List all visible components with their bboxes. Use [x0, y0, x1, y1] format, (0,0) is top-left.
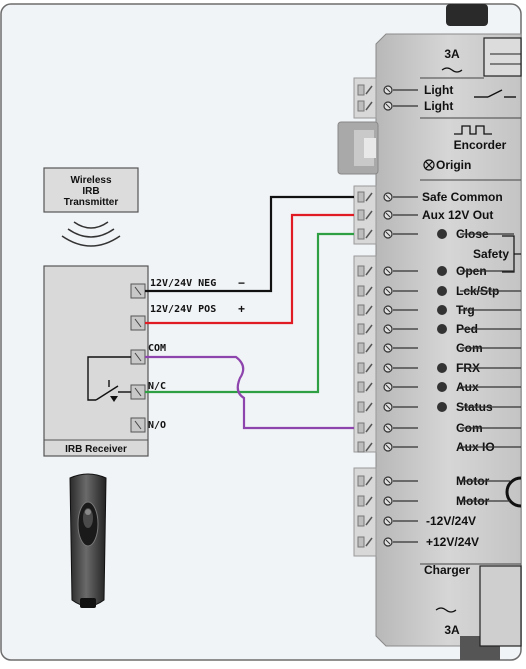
controller-terminal: +12V/24V — [357, 535, 479, 549]
label-nc: N/C — [148, 381, 166, 392]
controller-terminal: Aux — [357, 380, 521, 394]
safety-label: Safety — [473, 247, 509, 261]
controller-terminal: Motor — [357, 494, 510, 508]
terminal-led-icon — [437, 305, 447, 315]
terminal-led-icon — [437, 229, 447, 239]
controller-terminal: Status — [357, 400, 521, 414]
controller-terminal: Safe Common — [357, 190, 503, 204]
terminal-led-icon — [437, 324, 447, 334]
terminal-label: +12V/24V — [426, 535, 479, 549]
terminal-label: Light — [424, 83, 453, 97]
controller-terminal: Com — [357, 421, 521, 435]
controller-terminal: Lck/Stp — [357, 284, 521, 298]
terminal-block-motor — [353, 467, 377, 557]
origin-label: Origin — [436, 158, 471, 172]
wire-neg — [145, 195, 354, 293]
terminal-block-inputs — [353, 255, 377, 453]
label-pos-sign: + — [238, 302, 245, 316]
terminal-label: Safe Common — [422, 190, 503, 204]
controller-board: 3A Encorder Origin Charger — [337, 4, 522, 660]
wire-pos — [145, 213, 354, 325]
controller-terminal: Close — [357, 227, 514, 241]
label-com: COM — [148, 343, 166, 354]
terminal-led-icon — [437, 286, 447, 296]
terminal-label: Aux 12V Out — [422, 208, 493, 222]
wire-com — [145, 355, 354, 430]
transmitter-line2: IRB — [82, 186, 99, 197]
charger-label: Charger — [424, 563, 470, 577]
transmitter-line1: Wireless — [70, 175, 111, 186]
terminal-label: -12V/24V — [426, 514, 476, 528]
transmitter-line3: Transmitter — [64, 197, 119, 208]
label-neg: 12V/24V NEG — [150, 278, 216, 289]
irb-receiver: IRB Receiver — [43, 265, 149, 457]
controller-terminal: Ped — [357, 322, 521, 336]
terminal-block-safety — [353, 185, 377, 245]
controller-terminal: Aux IO — [357, 440, 521, 454]
controller-terminal: Trg — [357, 303, 521, 317]
terminal-led-icon — [437, 266, 447, 276]
controller-terminal: Com — [357, 341, 521, 355]
controller-terminal: Light — [357, 99, 453, 113]
wire-nc — [145, 232, 354, 394]
controller-terminal: Aux 12V Out — [357, 208, 493, 222]
terminal-block-light — [353, 77, 377, 119]
origin-icon — [423, 159, 435, 171]
controller-terminal: Open — [357, 264, 514, 278]
wireless-transmitter: Wireless IRB Transmitter — [43, 167, 139, 247]
remote-control-icon — [69, 473, 107, 608]
motor-icon — [505, 476, 522, 508]
wireless-signal-icon — [61, 221, 121, 247]
terminal-led-icon — [437, 382, 447, 392]
controller-terminal: Motor — [357, 474, 510, 488]
terminal-led-icon — [437, 363, 447, 373]
fuse-bottom-label: 3A — [444, 623, 460, 637]
controller-terminal: -12V/24V — [357, 514, 476, 528]
terminal-label: Light — [424, 99, 453, 113]
label-neg-sign: − — [238, 276, 245, 290]
label-pos: 12V/24V POS — [150, 304, 216, 315]
fuse-top-label: 3A — [444, 47, 460, 61]
wires — [145, 195, 354, 430]
controller-terminal: FRX — [357, 361, 521, 375]
label-no: N/O — [148, 420, 166, 431]
receiver-title: IRB Receiver — [65, 444, 127, 455]
relay-switch-icon — [474, 89, 516, 98]
encoder-pulse-icon — [454, 125, 492, 135]
terminal-led-icon — [437, 402, 447, 412]
controller-terminal: Light — [357, 83, 453, 97]
encoder-label: Encorder — [454, 138, 507, 152]
receiver-relay-icon — [87, 356, 131, 401]
